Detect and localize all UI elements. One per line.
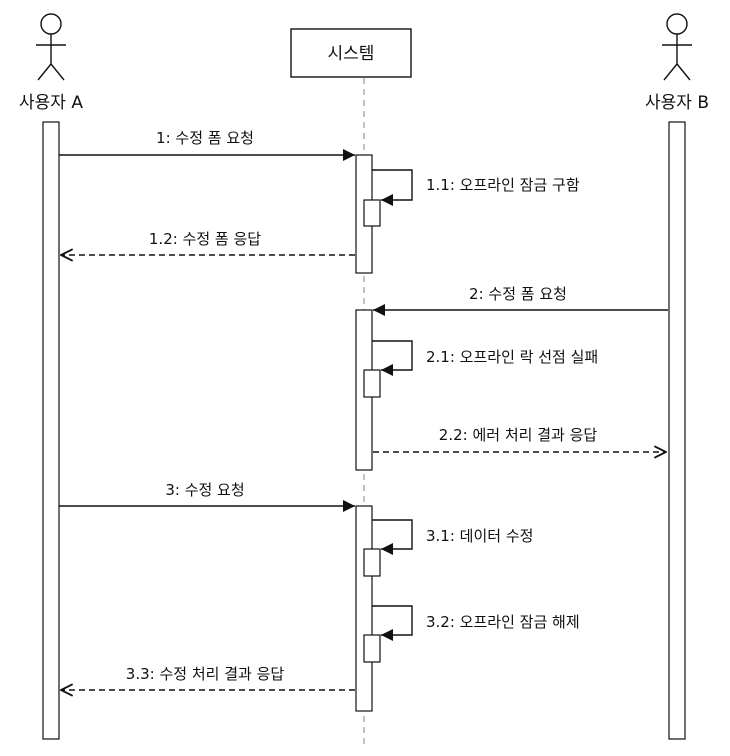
message-1-2-label: 1.2: 수정 폼 응답 (149, 230, 261, 248)
message-2-label: 2: 수정 폼 요청 (469, 285, 567, 303)
message-3-label: 3: 수정 요청 (165, 481, 244, 499)
message-2-2-label: 2.2: 에러 처리 결과 응답 (439, 426, 598, 444)
system-box (290, 28, 412, 78)
actor-a-lifeline-bar (42, 121, 60, 740)
message-3-2-label: 3.2: 오프라인 잠금 해제 (426, 613, 580, 631)
message-3-1-label: 3.1: 데이터 수정 (426, 527, 533, 545)
actor-b-lifeline-bar (668, 121, 686, 740)
actor-b-label: 사용자 B (645, 93, 709, 113)
message-1-1-arrow (372, 169, 413, 206)
message-3-1-arrow (372, 519, 413, 555)
nested-activation-2-1 (363, 369, 381, 398)
message-3-3-label: 3.3: 수정 처리 결과 응답 (126, 665, 285, 683)
system-activation-3 (355, 505, 373, 712)
nested-activation-3-1 (363, 548, 381, 577)
message-3-2-arrow (372, 605, 413, 641)
actor-a-label: 사용자 A (19, 93, 83, 113)
message-1-label: 1: 수정 폼 요청 (156, 129, 254, 147)
nested-activation-3-2 (363, 634, 381, 663)
system-label: 시스템 (328, 44, 375, 64)
nested-activation-1-1 (363, 199, 381, 227)
actor-b-icon (662, 13, 692, 81)
message-1-1-label: 1.1: 오프라인 잠금 구함 (426, 176, 580, 194)
message-2-1-arrow (372, 340, 413, 376)
actor-a-icon (36, 13, 66, 81)
message-2-1-label: 2.1: 오프라인 락 선점 실패 (426, 348, 598, 366)
